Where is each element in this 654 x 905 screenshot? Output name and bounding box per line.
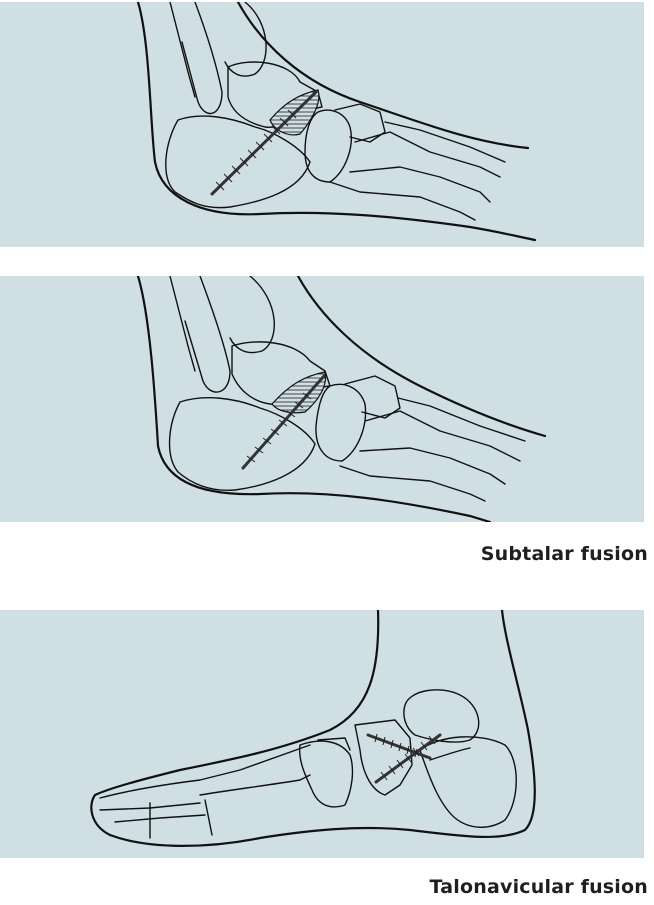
foot-talonavicular-illustration	[90, 610, 536, 847]
foot-subtalar-illustration-2	[136, 276, 547, 522]
caption-talonavicular-fusion: Talonavicular fusion	[429, 876, 648, 898]
caption-subtalar-fusion: Subtalar fusion	[480, 543, 648, 565]
illustration-panel-2	[0, 276, 644, 522]
illustration-panel-3	[0, 610, 644, 858]
illustration-panel-1	[0, 2, 644, 247]
foot-subtalar-illustration-1	[136, 2, 537, 242]
